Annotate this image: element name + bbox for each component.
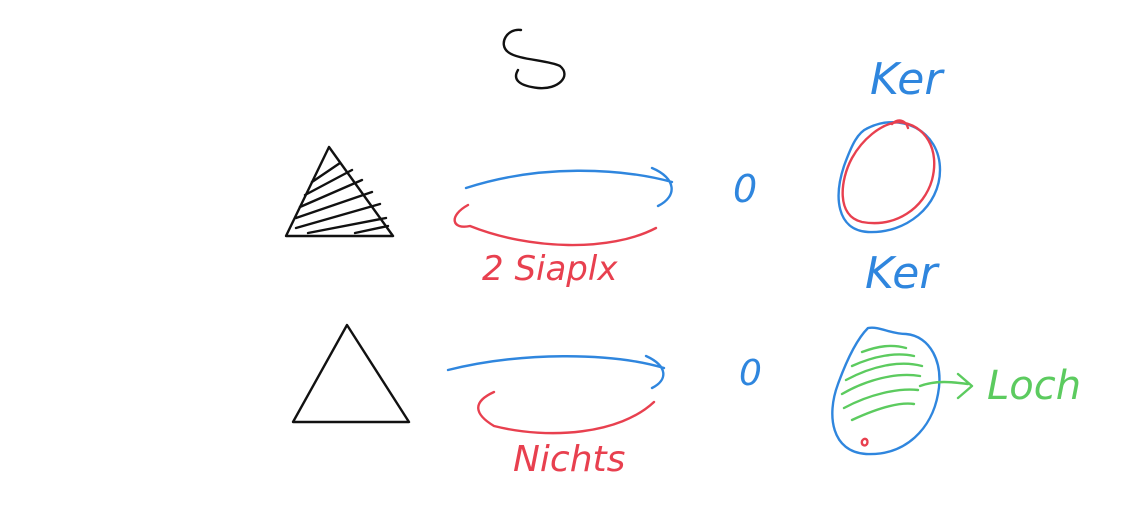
filled-triangle bbox=[284, 145, 395, 238]
bottom-kernel-blue-blob bbox=[831, 326, 941, 456]
bottom-kernel-green-hatching bbox=[840, 344, 924, 422]
filled-triangle-outline bbox=[284, 145, 395, 238]
empty-triangle bbox=[291, 323, 411, 424]
loch-label: Loch bbox=[987, 363, 1082, 409]
nichts-label: Nichts bbox=[513, 439, 626, 480]
ker-label-top: Ker bbox=[870, 54, 943, 105]
zero-label-top: 0 bbox=[733, 167, 758, 211]
top-blue-arrow bbox=[464, 166, 674, 208]
ker-label-bottom: Ker bbox=[865, 248, 938, 299]
top-kernel-red-ellipse bbox=[841, 119, 936, 225]
loch-green-arrow bbox=[918, 372, 974, 400]
zero-label-bottom: 0 bbox=[739, 353, 762, 394]
hole-dot bbox=[860, 437, 869, 447]
two-simplex-label: 2 Siaplx bbox=[482, 249, 618, 289]
top-red-arrow bbox=[453, 203, 658, 247]
bottom-blue-arrow bbox=[446, 354, 666, 390]
bottom-red-arrow bbox=[477, 390, 656, 435]
s-scribble-symbol bbox=[502, 28, 566, 90]
top-kernel-blue-ellipse bbox=[837, 121, 942, 234]
triangle-hatching bbox=[294, 161, 390, 235]
